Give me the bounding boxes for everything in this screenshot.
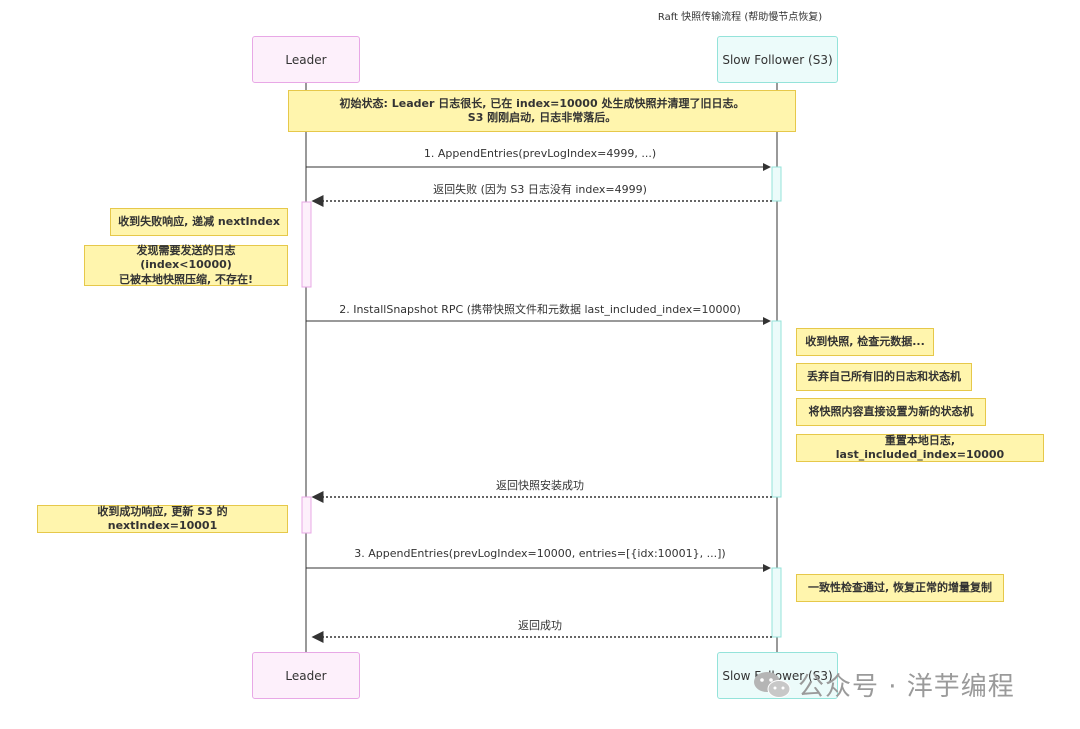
note-follower-snap-2: 丢弃自己所有旧的日志和状态机: [796, 363, 972, 391]
leader-actor-bottom: Leader: [252, 652, 360, 699]
message-label-5: 3. AppendEntries(prevLogIndex=10000, ent…: [354, 547, 726, 560]
leader-actor-top: Leader: [252, 36, 360, 83]
follower-activation-2: [771, 320, 782, 498]
message-label-2: 返回失败 (因为 S3 日志没有 index=4999): [433, 183, 647, 196]
message-label-6: 返回成功: [518, 619, 562, 632]
note-follower-consistent: 一致性检查通过, 恢复正常的增量复制: [796, 574, 1004, 602]
note-follower-snap-4: 重置本地日志, last_included_index=10000: [796, 434, 1044, 462]
note-leader-fail-1: 收到失败响应, 递减 nextIndex: [110, 208, 288, 236]
wechat-icon: [754, 671, 791, 698]
note-follower-snap-1: 收到快照, 检查元数据...: [796, 328, 934, 356]
note-leader-fail-2: 发现需要发送的日志 (index<10000) 已被本地快照压缩, 不存在!: [84, 244, 288, 286]
message-label-4: 返回快照安装成功: [496, 479, 584, 492]
follower-activation-3: [771, 567, 782, 638]
note-follower-snap-3: 将快照内容直接设置为新的状态机: [796, 398, 986, 426]
follower-actor-top: Slow Follower (S3): [717, 36, 838, 83]
leader-activation-1: [301, 201, 312, 288]
note-leader-success: 收到成功响应, 更新 S3 的 nextIndex=10001: [37, 505, 288, 533]
note-initial-state: 初始状态: Leader 日志很长, 已在 index=10000 处生成快照并…: [288, 90, 796, 132]
diagram-title: Raft 快照传输流程 (帮助慢节点恢复): [657, 12, 823, 23]
message-label-1: 1. AppendEntries(prevLogIndex=4999, ...): [423, 147, 657, 160]
watermark: 公众号 · 洋芋编程: [752, 666, 1015, 703]
message-label-3: 2. InstallSnapshot RPC (携带快照文件和元数据 last_…: [339, 303, 741, 316]
watermark-text: 公众号 · 洋芋编程: [798, 672, 1015, 702]
leader-activation-2: [301, 496, 312, 534]
follower-activation-1: [771, 166, 782, 202]
